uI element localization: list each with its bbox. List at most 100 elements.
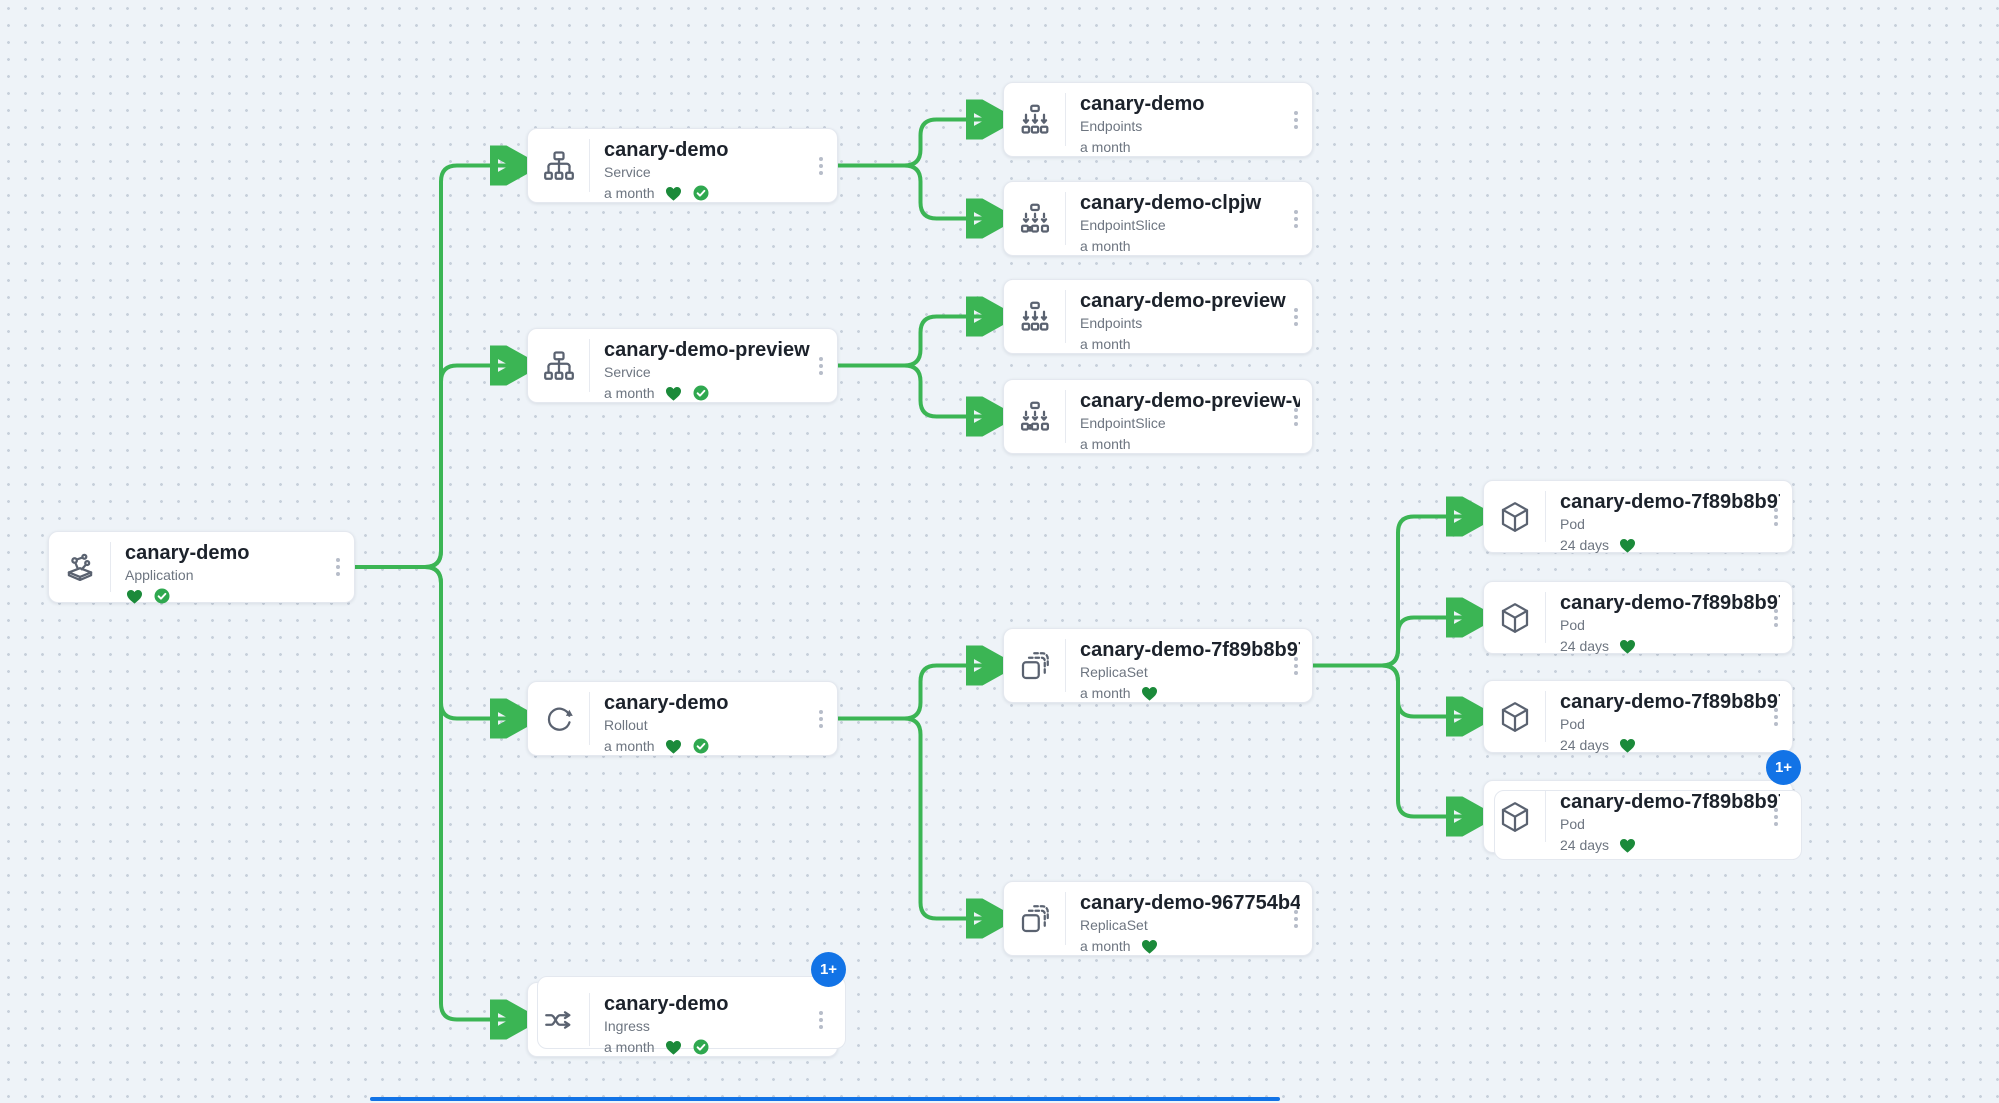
- node-meta: 24 days: [1560, 735, 1780, 755]
- node-meta: a month: [604, 1037, 825, 1057]
- node-kind: Ingress: [604, 1018, 650, 1034]
- endpoints-icon: [1004, 280, 1066, 353]
- horizontal-scrollbar[interactable]: [370, 1097, 1280, 1101]
- node-meta: 24 days: [1560, 535, 1780, 555]
- kebab-menu-icon[interactable]: [330, 552, 346, 582]
- node-title: canary-demo: [604, 692, 729, 714]
- count-badge[interactable]: 1+: [1766, 750, 1801, 785]
- rollout-icon: [528, 682, 590, 755]
- node-age: a month: [604, 385, 655, 401]
- ingress-icon: [528, 983, 590, 1056]
- node-title: canary-demo-7f89b8b97...: [1560, 691, 1780, 713]
- replicaset-icon: [1004, 882, 1066, 955]
- node-title: canary-demo-preview: [1080, 290, 1286, 312]
- kebab-menu-icon[interactable]: [1288, 651, 1304, 681]
- resource-node-pod[interactable]: canary-demo-7f89b8b97... Pod 24 days: [1483, 581, 1793, 654]
- kebab-menu-icon[interactable]: [813, 151, 829, 181]
- kebab-menu-icon[interactable]: [1768, 702, 1784, 732]
- node-title: canary-demo-7f89b8b97...: [1560, 592, 1780, 614]
- node-kind: Pod: [1560, 617, 1585, 633]
- node-title: canary-demo: [604, 993, 729, 1015]
- node-kind: Service: [604, 164, 651, 180]
- healthy-heart-icon: [1618, 536, 1637, 555]
- node-title: canary-demo-preview: [604, 339, 810, 361]
- healthy-heart-icon: [1140, 684, 1159, 703]
- node-age: 24 days: [1560, 638, 1610, 654]
- healthy-heart-icon: [125, 587, 144, 606]
- kebab-menu-icon[interactable]: [813, 351, 829, 381]
- node-meta: a month: [604, 383, 825, 403]
- kebab-menu-icon[interactable]: [813, 704, 829, 734]
- kebab-menu-icon[interactable]: [1288, 204, 1304, 234]
- kebab-menu-icon[interactable]: [1768, 802, 1784, 832]
- kebab-menu-icon[interactable]: [1288, 904, 1304, 934]
- kebab-menu-icon[interactable]: [1768, 502, 1784, 532]
- synced-check-icon: [692, 384, 710, 402]
- node-kind: ReplicaSet: [1080, 917, 1148, 933]
- node-meta: [125, 586, 342, 606]
- node-age: a month: [604, 185, 655, 201]
- healthy-heart-icon: [664, 184, 683, 203]
- synced-check-icon: [692, 737, 710, 755]
- node-kind: Endpoints: [1080, 118, 1143, 134]
- kebab-menu-icon[interactable]: [813, 1005, 829, 1035]
- node-meta: 24 days: [1560, 835, 1780, 855]
- node-meta: a month: [1080, 137, 1300, 157]
- kebab-menu-icon[interactable]: [1288, 302, 1304, 332]
- healthy-heart-icon: [664, 737, 683, 756]
- kebab-menu-icon[interactable]: [1288, 105, 1304, 135]
- node-meta: a month: [1080, 236, 1300, 256]
- endpoints-icon: [1004, 83, 1066, 156]
- pod-icon: [1484, 481, 1546, 552]
- node-age: 24 days: [1560, 537, 1610, 553]
- node-kind: Rollout: [604, 717, 648, 733]
- count-badge[interactable]: 1+: [811, 952, 846, 987]
- node-kind: Pod: [1560, 816, 1585, 832]
- kebab-menu-icon[interactable]: [1288, 402, 1304, 432]
- node-meta: a month: [1080, 334, 1300, 354]
- healthy-heart-icon: [1140, 937, 1159, 956]
- node-title: canary-demo-7f89b8b97...: [1560, 491, 1780, 513]
- node-age: a month: [604, 1039, 655, 1055]
- node-text: canary-demo-7f89b8b97... Pod 24 days: [1546, 582, 1792, 654]
- node-age: a month: [1080, 685, 1131, 701]
- pod-icon: [1484, 781, 1546, 852]
- node-age: a month: [1080, 938, 1131, 954]
- healthy-heart-icon: [664, 384, 683, 403]
- node-age: 24 days: [1560, 737, 1610, 753]
- node-kind: EndpointSlice: [1080, 415, 1166, 431]
- node-age: 24 days: [1560, 837, 1610, 853]
- kebab-menu-icon[interactable]: [1768, 603, 1784, 633]
- node-kind: Application: [125, 567, 194, 583]
- pod-icon: [1484, 681, 1546, 752]
- healthy-heart-icon: [1618, 736, 1637, 755]
- node-meta: a month: [604, 183, 825, 203]
- node-age: a month: [1080, 139, 1131, 155]
- node-title: canary-demo-clpjw: [1080, 192, 1262, 214]
- node-kind: ReplicaSet: [1080, 664, 1148, 680]
- node-kind: EndpointSlice: [1080, 217, 1166, 233]
- node-age: a month: [1080, 436, 1131, 452]
